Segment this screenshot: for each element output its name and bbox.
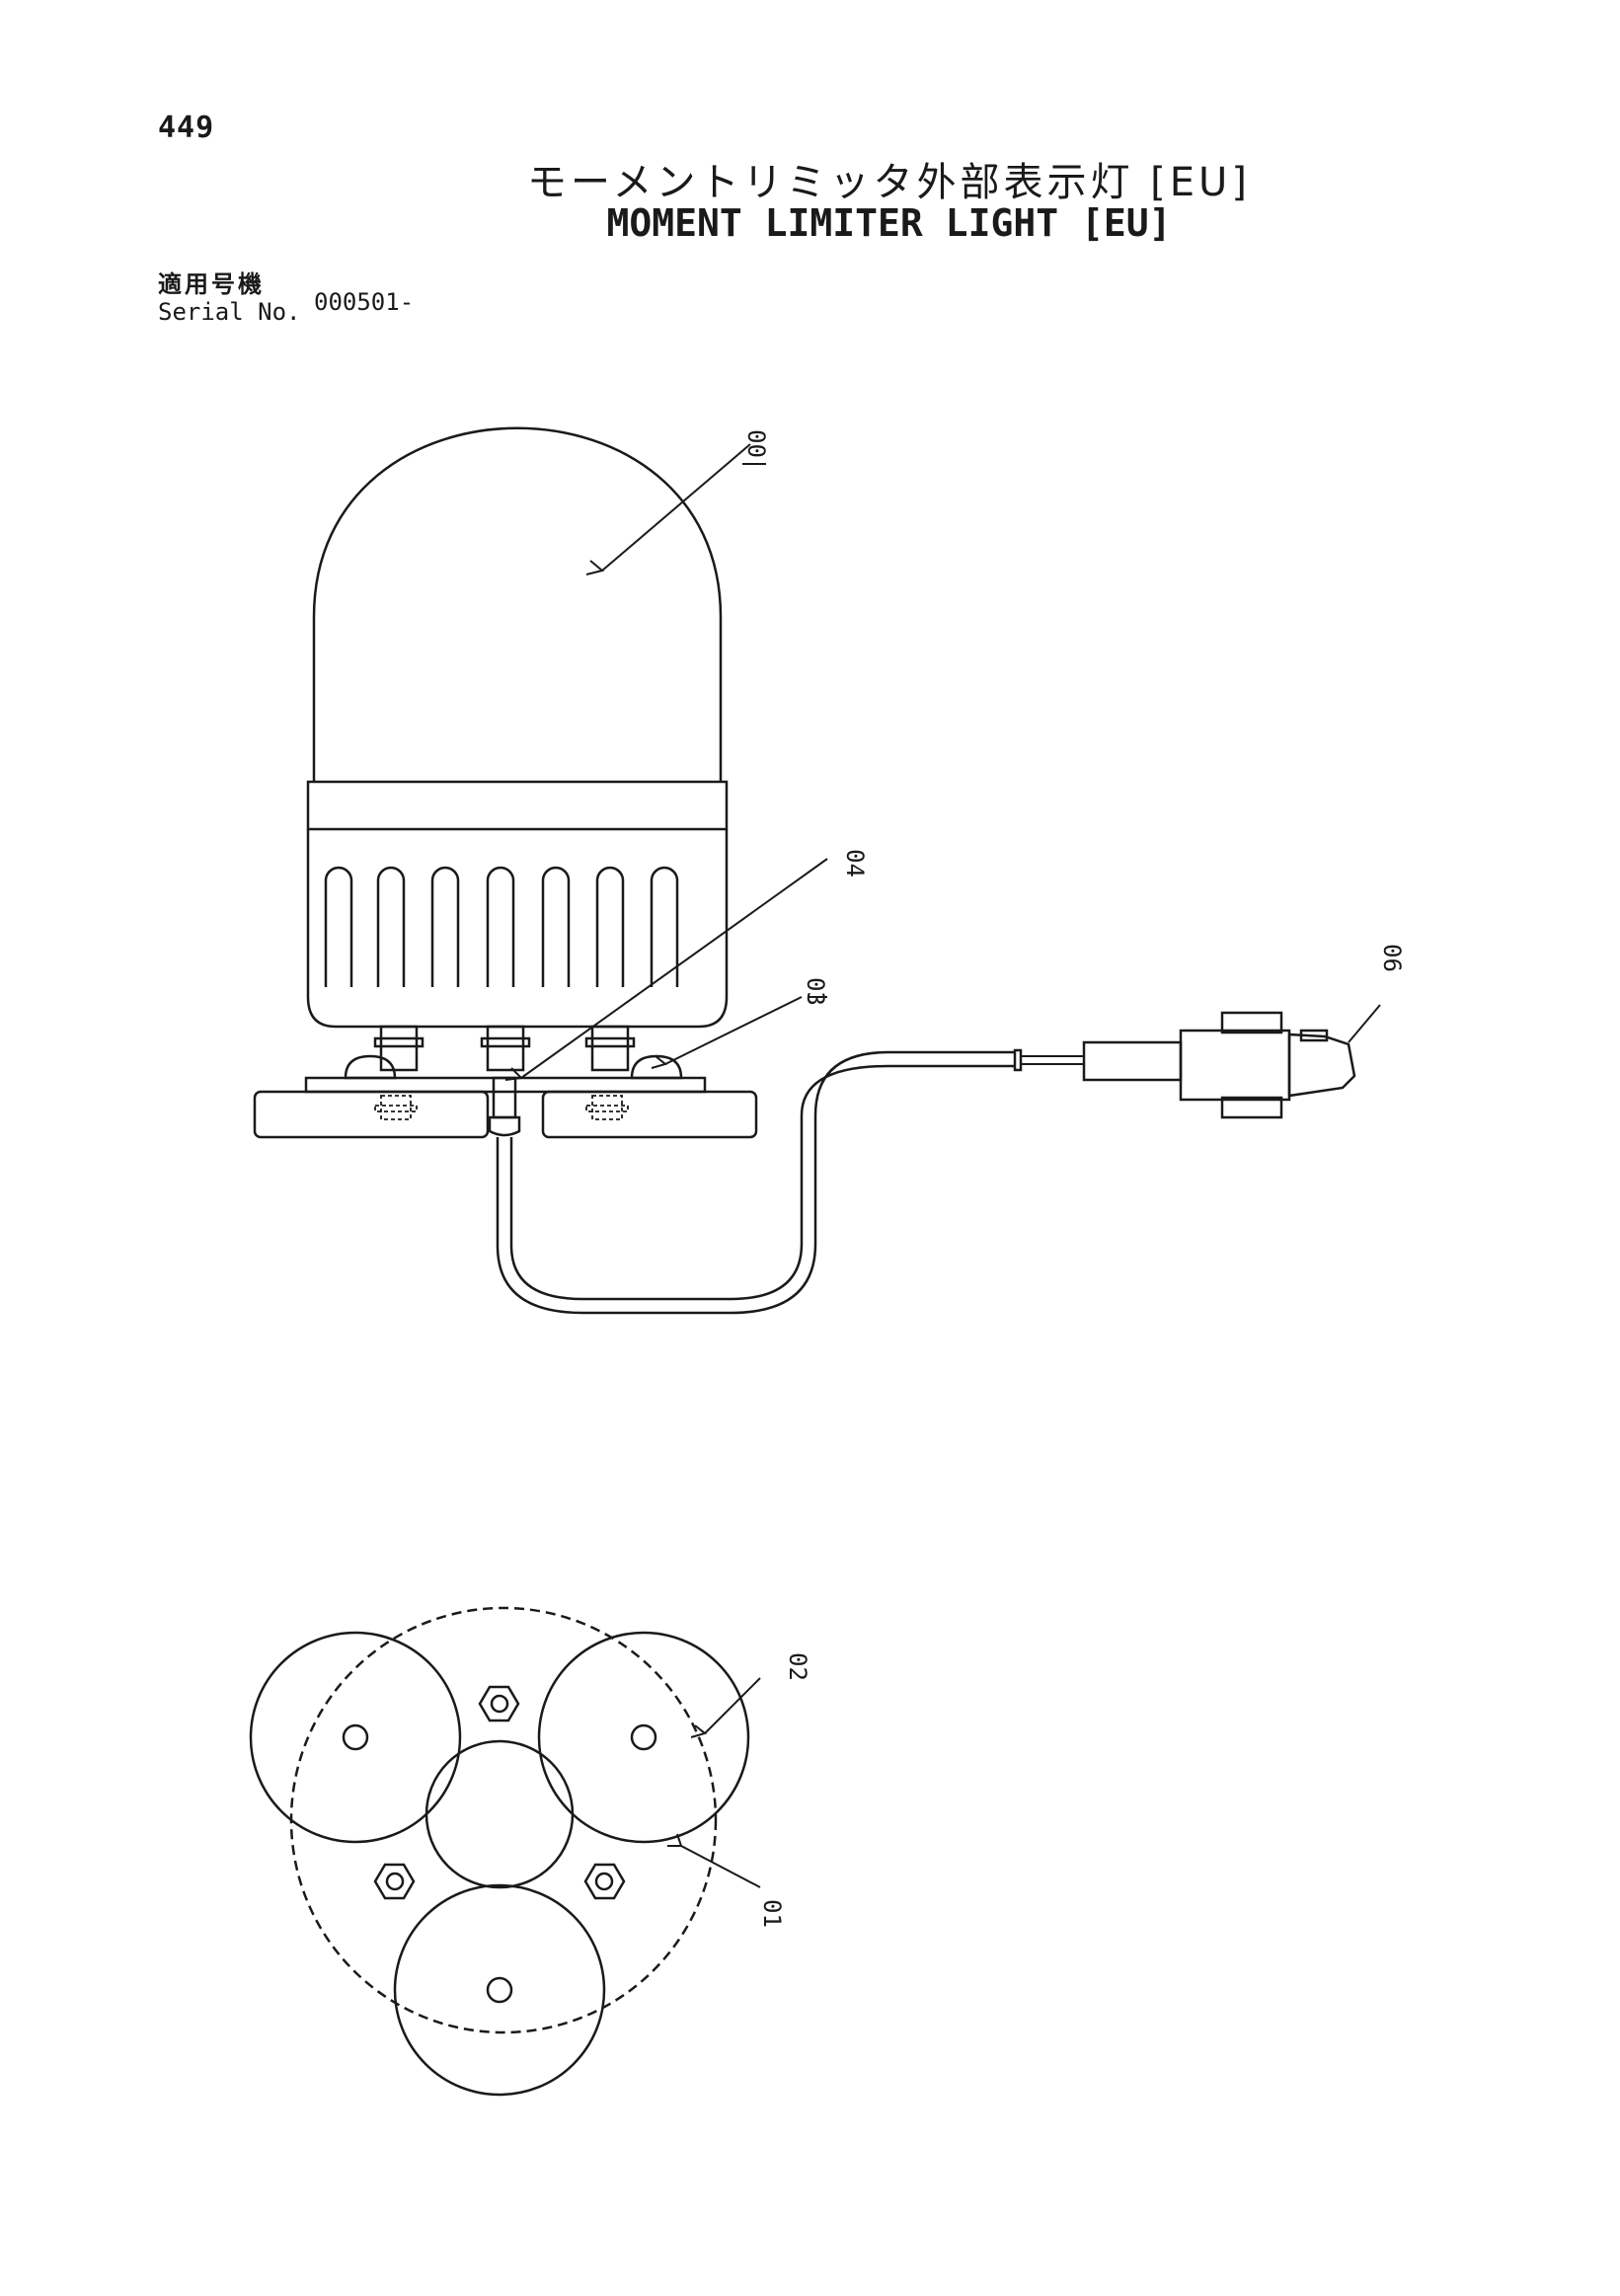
serial-label-japanese: 適用号機 [158,270,265,298]
lamp-dome [312,426,723,782]
serial-value: 000501- [314,288,415,316]
lamp-assembly [253,426,758,1139]
callout-04: 04 [841,849,869,878]
magnet-bottom [393,1883,606,2097]
title-english: MOMENT LIMITER LIGHT [EU] [606,201,1172,245]
lamp-base-band [306,780,729,831]
connector [1082,1011,1356,1119]
mount-plate-outline [289,1606,718,2034]
magnet-left [253,1090,490,1139]
center-bolt [492,1076,517,1119]
serial-label-english: Serial No. [158,298,301,326]
cable [496,1048,1084,1315]
callout-00: 00 [742,429,770,458]
screws [344,1054,683,1080]
callout-02: 02 [784,1652,811,1681]
page-number: 449 [158,111,215,145]
hidden-bolts [374,1095,629,1120]
lamp-ribs [324,866,679,987]
leader-lines [504,443,1381,1081]
callout-01: 01 [758,1899,786,1928]
bottom-view [249,1606,761,2097]
title-japanese: モーメントリミッタ外部表示灯 [EU] [527,160,1251,205]
center-hub [424,1739,575,1889]
magnet-right [541,1090,758,1139]
center-nut [488,1115,521,1137]
callout-03: 03 [802,977,829,1006]
callout-06: 06 [1378,944,1406,972]
mounting-plate [304,1076,707,1094]
nuts [373,1685,626,1900]
magnet-top-right [537,1631,750,1844]
magnet-top-left [249,1631,462,1844]
lamp-ribbed-body [306,829,729,1029]
mounting-posts [373,1025,636,1072]
